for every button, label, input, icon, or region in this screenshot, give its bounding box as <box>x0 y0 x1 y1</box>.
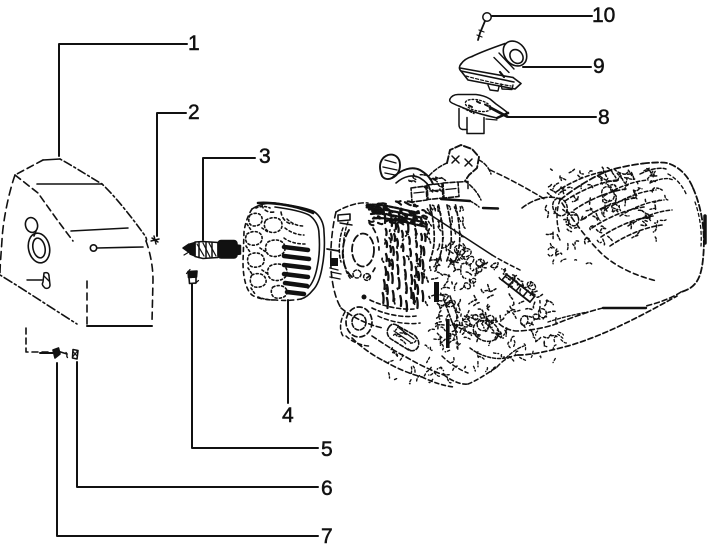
svg-text:4: 4 <box>282 404 294 427</box>
svg-text:5: 5 <box>321 438 333 461</box>
svg-text:8: 8 <box>598 106 610 129</box>
svg-text:7: 7 <box>321 525 333 548</box>
svg-text:1: 1 <box>188 32 200 55</box>
svg-text:10: 10 <box>592 4 615 27</box>
svg-text:2: 2 <box>188 101 200 124</box>
svg-text:3: 3 <box>259 145 271 168</box>
svg-text:6: 6 <box>321 477 333 500</box>
svg-text:9: 9 <box>593 55 605 78</box>
